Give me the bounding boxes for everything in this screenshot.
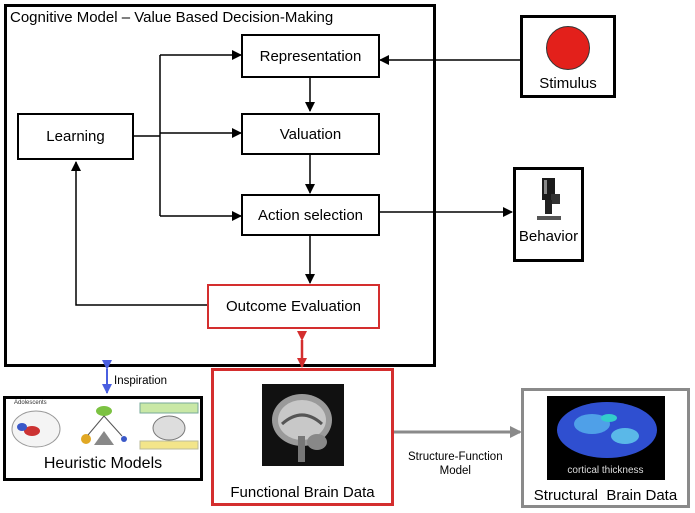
- adolescents-caption: Adolescents: [14, 400, 47, 406]
- triad-model-icon: [81, 406, 127, 445]
- behavior-label: Behavior: [518, 228, 579, 245]
- valuation-box: Valuation: [241, 113, 380, 155]
- functional-brain-data-label: Functional Brain Data: [230, 484, 375, 501]
- structure-function-label: Structure-Function Model: [408, 450, 503, 478]
- outcome-evaluation-box: Outcome Evaluation: [207, 284, 380, 329]
- finger-press-icon: [536, 178, 561, 220]
- arrow-outcome-learning: [71, 161, 207, 306]
- valuation-label: Valuation: [279, 125, 342, 143]
- heuristic-models-box: Adolescents Heuristic Models: [3, 396, 203, 481]
- cortex-surface-icon: [556, 402, 657, 458]
- brain-mri-icon: [261, 384, 344, 466]
- structure-function-line1: Structure-Function: [408, 451, 503, 463]
- cortical-thickness-caption: cortical thickness: [567, 465, 644, 476]
- brain-thumbnail-icon: [11, 410, 61, 448]
- outcome-evaluation-label: Outcome Evaluation: [225, 298, 362, 315]
- heuristic-models-thumbnails: Adolescents: [8, 400, 199, 451]
- structural-brain-data-label: Structural Brain Data: [533, 487, 678, 504]
- learning-box: Learning: [17, 113, 134, 160]
- structure-function-line2: Model: [439, 465, 471, 477]
- action-selection-label: Action selection: [257, 206, 364, 224]
- inspiration-label: Inspiration: [114, 375, 168, 387]
- heuristic-models-label: Heuristic Models: [43, 455, 163, 472]
- action-selection-box: Action selection: [241, 194, 380, 236]
- functional-brain-data-box: Functional Brain Data: [211, 368, 394, 506]
- cognitive-model-frame: [4, 4, 436, 367]
- stimulus-label: Stimulus: [539, 75, 597, 92]
- representation-label: Representation: [259, 47, 362, 65]
- cortical-thickness-image: cortical thickness: [546, 396, 665, 480]
- representation-box: Representation: [241, 34, 380, 78]
- dual-systems-icon: [139, 402, 199, 450]
- structural-brain-data-box: cortical thickness Structural Brain Data: [521, 388, 690, 508]
- stimulus-circle-icon: [546, 26, 590, 70]
- cognitive-model-title: Cognitive Model – Value Based Decision-M…: [10, 9, 334, 26]
- learning-label: Learning: [46, 128, 105, 145]
- behavior-box: Behavior: [513, 167, 584, 262]
- stimulus-box: Stimulus: [520, 15, 616, 98]
